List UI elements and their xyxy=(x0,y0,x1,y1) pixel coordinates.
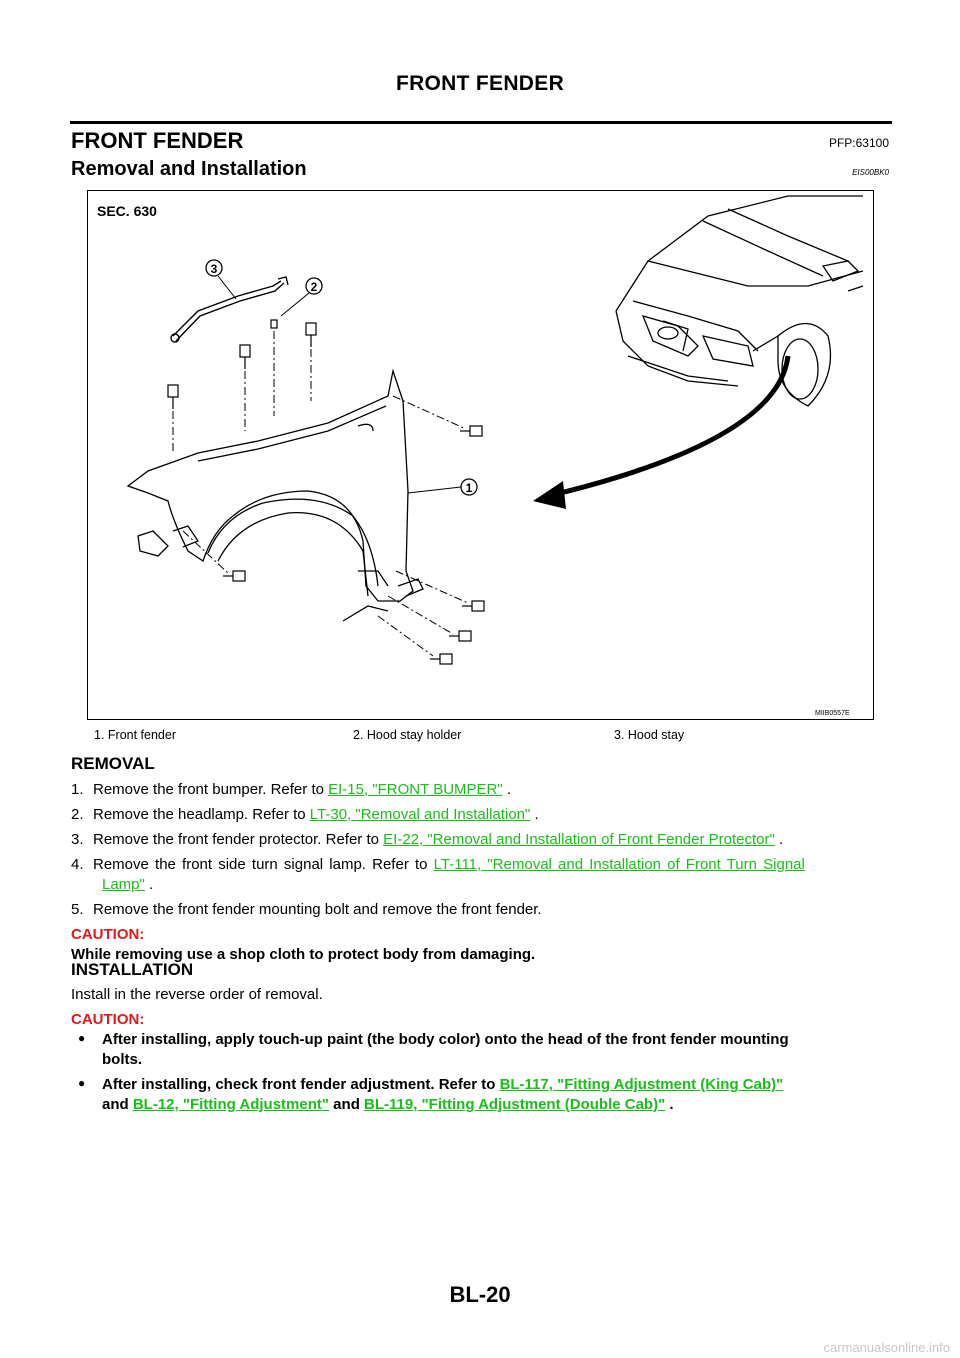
removal-step-4: 4.Remove the front side turn signal lamp… xyxy=(71,856,805,873)
installation-intro: Install in the reverse order of removal. xyxy=(71,986,323,1003)
installation-heading: INSTALLATION xyxy=(71,960,194,979)
legend-item-2: 2. Hood stay holder xyxy=(353,728,462,742)
arrow-head xyxy=(533,481,566,509)
removal-step-3: 3.Remove the front fender protector. Ref… xyxy=(71,831,784,848)
bolt-group xyxy=(167,319,485,665)
link-lt-111-cont[interactable]: Lamp" xyxy=(102,876,145,893)
link-bl-12[interactable]: BL-12, "Fitting Adjustment" xyxy=(132,1096,330,1113)
subsection-title: Removal and Installation xyxy=(71,158,307,180)
installation-bullet-2: ●After installing, check front fender ad… xyxy=(78,1076,784,1093)
svg-text:3: 3 xyxy=(211,262,218,276)
installation-bullet-2-cont: and BL-12, "Fitting Adjustment" and BL-1… xyxy=(102,1096,674,1113)
link-ei-22[interactable]: EI-22, "Removal and Installation of Fron… xyxy=(383,831,775,848)
svg-text:2: 2 xyxy=(311,280,318,294)
removal-step-4-cont: Lamp" . xyxy=(102,876,154,893)
link-ei-15[interactable]: EI-15, "FRONT BUMPER" xyxy=(328,781,503,798)
installation-bullet-1: ●After installing, apply touch-up paint … xyxy=(78,1031,789,1048)
fender-diagram: SEC. 630 xyxy=(97,195,864,717)
removal-step-2: 2.Remove the headlamp. Refer to LT-30, "… xyxy=(71,806,539,823)
link-lt-111[interactable]: LT-111, "Removal and Installation of Fro… xyxy=(433,856,805,873)
running-header-title: FRONT FENDER xyxy=(395,72,565,95)
figure-frame: SEC. 630 xyxy=(87,190,874,720)
fender-illustration xyxy=(126,368,424,622)
callout-3: 3 xyxy=(205,259,223,277)
part-code: PFP:63100 xyxy=(828,136,889,150)
removal-caution-text: While removing use a shop cloth to prote… xyxy=(71,946,536,963)
removal-step-1: 1.Remove the front bumper. Refer to EI-1… xyxy=(71,781,512,798)
truck-illustration xyxy=(615,195,864,407)
hood-stay xyxy=(170,276,289,343)
installation-caution-label: CAUTION: xyxy=(71,1011,145,1028)
link-bl-117[interactable]: BL-117, "Fitting Adjustment (King Cab)" xyxy=(499,1076,784,1093)
removal-heading: REMOVAL xyxy=(71,754,155,773)
bullet-icon: ● xyxy=(78,1076,86,1090)
removal-caution-label: CAUTION: xyxy=(71,926,145,943)
guide-lines xyxy=(172,331,469,657)
installation-bullet-1-cont: bolts. xyxy=(102,1051,142,1068)
section-label: SEC. 630 xyxy=(97,203,157,219)
section-title: FRONT FENDER xyxy=(71,128,244,153)
doc-code: EIS00BK0 xyxy=(852,168,889,177)
svg-text:1: 1 xyxy=(466,481,473,495)
bullet-icon: ● xyxy=(78,1031,86,1045)
page-number: BL-20 xyxy=(449,1282,511,1307)
header-rule xyxy=(70,121,892,124)
watermark: carmanualsonline.info xyxy=(823,1340,950,1355)
direction-arrow xyxy=(547,355,791,499)
callout-2: 2 xyxy=(305,277,323,295)
figure-id: MIIB0557E xyxy=(815,710,850,717)
link-bl-119[interactable]: BL-119, "Fitting Adjustment (Double Cab)… xyxy=(364,1096,666,1113)
legend-item-1: 1. Front fender xyxy=(94,728,176,742)
callout-leaders xyxy=(217,275,462,494)
legend-item-3: 3. Hood stay xyxy=(614,728,685,742)
link-lt-30[interactable]: LT-30, "Removal and Installation" xyxy=(309,806,531,823)
removal-step-5: 5.Remove the front fender mounting bolt … xyxy=(71,901,542,918)
callout-1: 1 xyxy=(460,478,478,496)
